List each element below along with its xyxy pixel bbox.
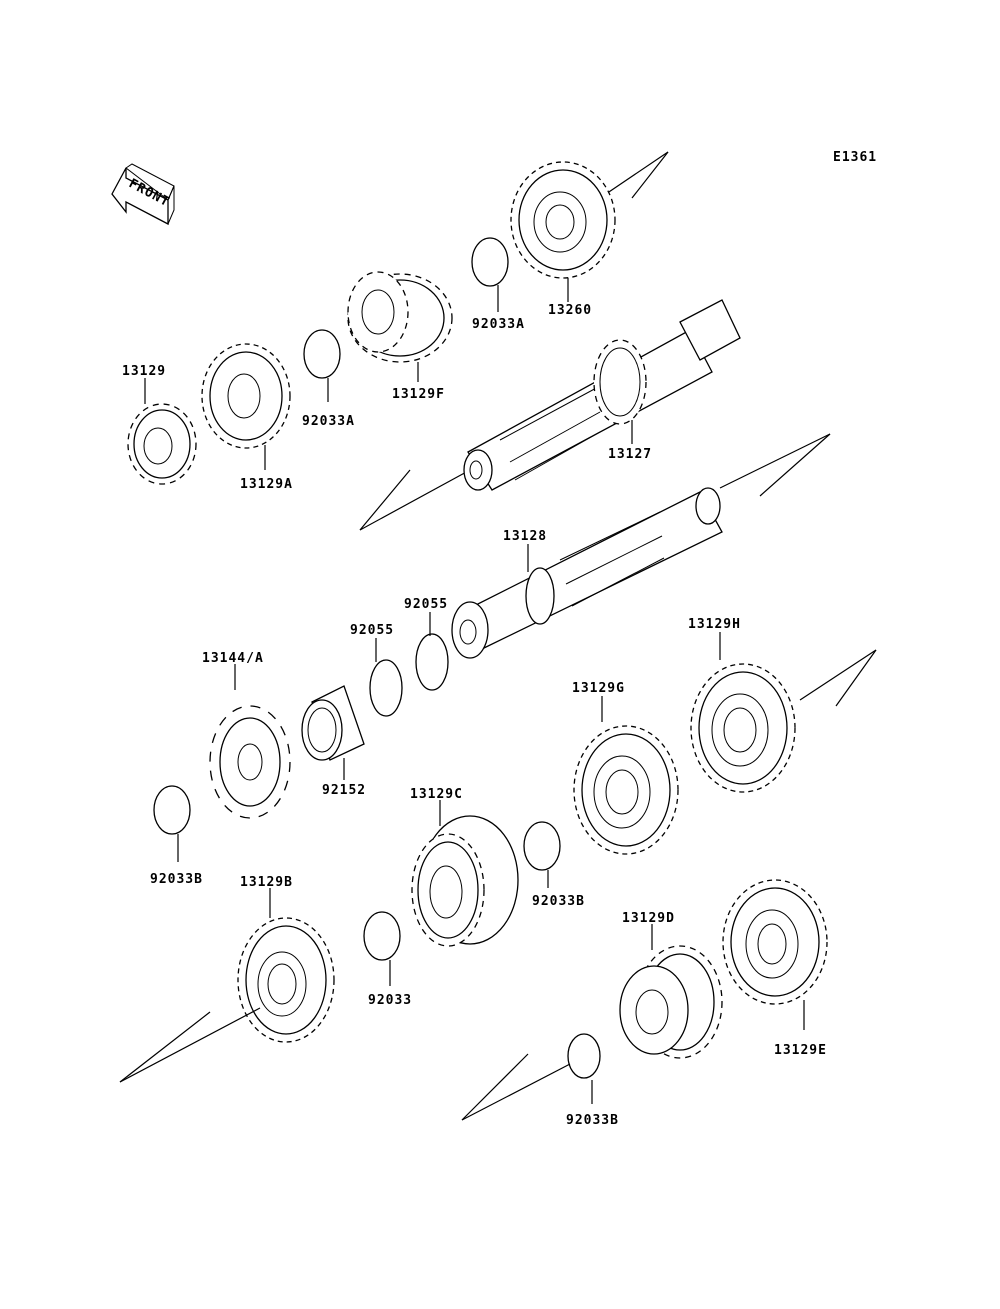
label-13129B: 13129B [240,875,293,890]
gear-13129H[interactable] [690,663,796,793]
label-92033: 92033 [368,993,412,1008]
shaft-13128[interactable] [451,487,723,659]
label-92055-right: 92055 [404,597,448,612]
oring-92055-left[interactable] [369,659,403,717]
circlip-92033[interactable] [363,911,401,961]
label-13129D: 13129D [622,911,675,926]
axis-line-upper-right [599,151,669,199]
gear-13129A[interactable] [201,343,291,449]
label-13260: 13260 [548,303,592,318]
collar-92152[interactable] [301,685,365,761]
diagram-code: E1361 [833,150,877,165]
gear-13129F[interactable] [347,271,453,363]
label-92033B-mid: 92033B [532,894,585,909]
label-92033A-top: 92033A [472,317,525,332]
label-13129C: 13129C [410,787,463,802]
circlip-92033A-top[interactable] [471,237,509,287]
label-13129: 13129 [122,364,166,379]
label-13128: 13128 [503,529,547,544]
label-13129E: 13129E [774,1043,827,1058]
shaft-13127[interactable] [463,299,741,491]
label-92033B-left: 92033B [150,872,203,887]
axis-line-13129B [119,1007,261,1083]
circlip-92033B-left[interactable] [153,785,191,835]
front-arrow-icon: FRONT [111,163,175,226]
label-13129F: 13129F [392,387,445,402]
label-13129H: 13129H [688,617,741,632]
label-13129G: 13129G [572,681,625,696]
axis-line-upper-left [359,469,471,531]
circlip-92033A-mid[interactable] [303,329,341,379]
label-13129A: 13129A [240,477,293,492]
label-92033A-mid: 92033A [302,414,355,429]
label-92055-left: 92055 [350,623,394,638]
circlip-92033B-bottom[interactable] [567,1033,601,1079]
label-92033B-bottom: 92033B [566,1113,619,1128]
label-13127: 13127 [608,447,652,462]
gear-13129D[interactable] [619,945,723,1059]
sprocket-13144A[interactable] [209,705,291,819]
label-13144A: 13144/A [202,651,264,666]
gear-13260[interactable] [510,161,616,279]
circlip-92033B-mid[interactable] [523,821,561,871]
oring-92055-right[interactable] [415,633,449,691]
axis-line-13129H [799,649,877,701]
gear-13129[interactable] [127,403,197,485]
axis-line-lower-right [719,433,831,489]
gear-13129E[interactable] [722,879,828,1005]
gear-13129C[interactable] [411,815,519,947]
label-92152: 92152 [322,783,366,798]
gear-13129B[interactable] [237,917,335,1043]
axis-line-92033B-bottom [461,1063,571,1121]
gear-13129G[interactable] [573,725,679,855]
